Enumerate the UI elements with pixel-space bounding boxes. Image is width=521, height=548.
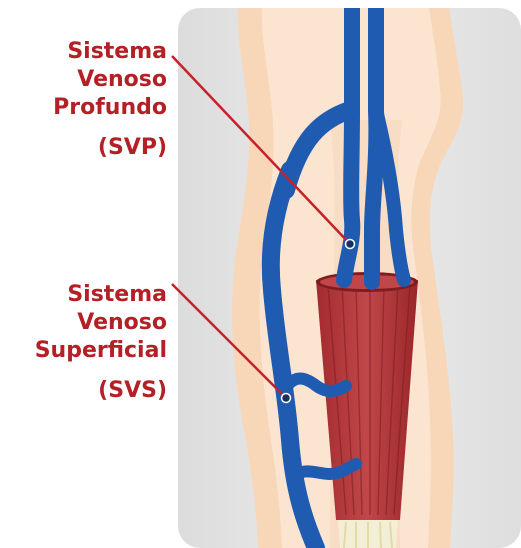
label-superficial-venous-system: Sistema Venoso Superficial (SVS) [35,281,167,405]
label-superficial-line-1: Sistema [35,281,167,309]
label-deep-line-3: Profundo [53,94,167,122]
label-deep-abbr: (SVP) [53,134,167,162]
label-superficial-line-2: Venoso [35,309,167,337]
label-deep-venous-system: Sistema Venoso Profundo (SVP) [53,38,167,162]
tendon [338,520,398,548]
label-deep-line-1: Sistema [53,38,167,66]
label-superficial-abbr: (SVS) [35,377,167,405]
label-deep-line-2: Venoso [53,66,167,94]
label-superficial-line-3: Superficial [35,337,167,365]
pointer-dot-svp [346,240,355,249]
pointer-dot-svs [282,394,291,403]
